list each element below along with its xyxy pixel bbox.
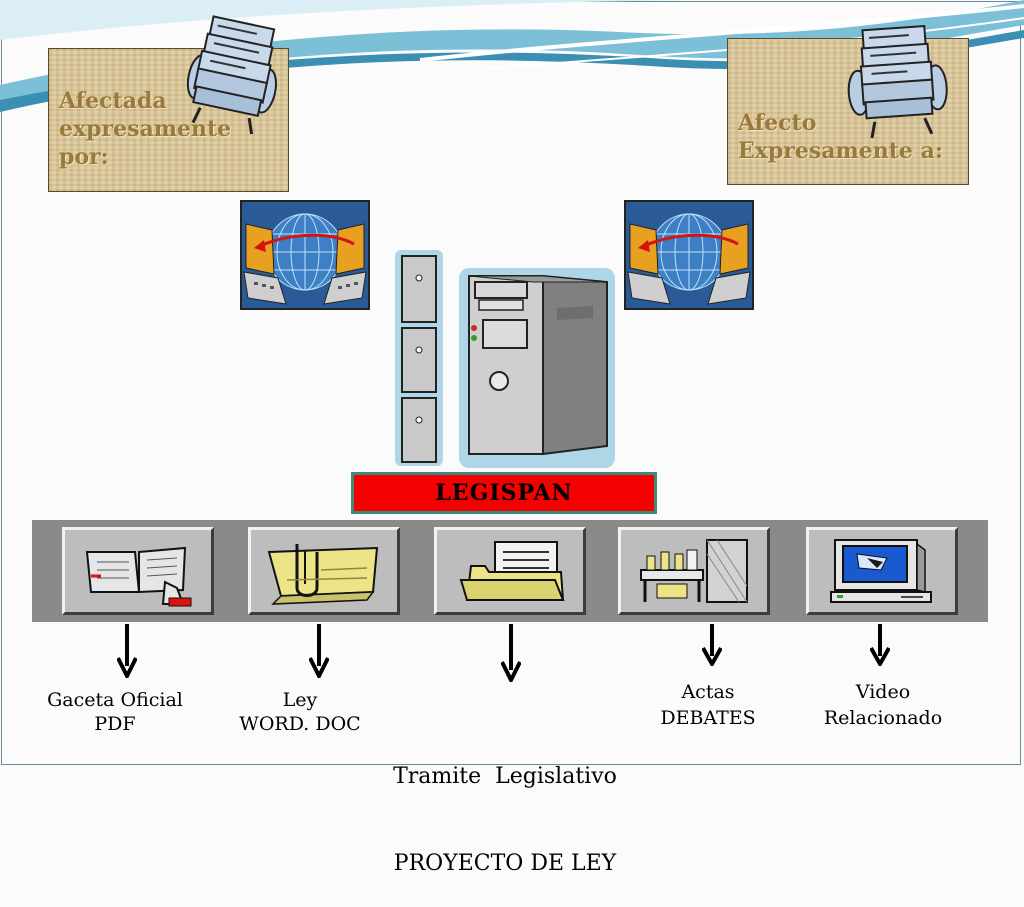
server-tower-icon — [395, 250, 615, 468]
down-arrow-icon — [309, 624, 329, 678]
ley-button[interactable] — [248, 527, 400, 615]
gaceta-oficial-button[interactable] — [62, 527, 214, 615]
affected-by-line3: por: — [59, 144, 109, 170]
paperclip-document-icon — [267, 544, 379, 605]
tramite-line2: PROYECTO DE LEY — [393, 851, 617, 876]
network-globe-icon — [624, 200, 754, 310]
rolodex-icon — [186, 15, 277, 134]
gaceta-oficial-label: Gaceta Oficial PDF — [20, 688, 210, 736]
rolodex-icon — [847, 24, 948, 139]
tramite-legislativo-button[interactable] — [434, 527, 586, 615]
affects-to-line2: Expresamente a: — [738, 138, 943, 164]
gaceta-oficial-line1: Gaceta Oficial — [47, 689, 183, 711]
actas-line1: Actas — [681, 681, 735, 703]
tramite-legislativo-label: Tramite Legislativo PROYECTO DE LEY — [370, 704, 640, 907]
gaceta-oficial-line2: PDF — [94, 713, 136, 735]
ley-line2: WORD. DOC — [239, 713, 361, 735]
open-book-pdf-icon — [85, 546, 192, 607]
video-relacionado-button[interactable] — [806, 527, 958, 615]
video-line1: Video — [855, 681, 911, 703]
down-arrow-icon — [870, 624, 890, 666]
legispan-label: LEGISPAN — [351, 472, 657, 514]
actas-debates-button[interactable] — [618, 527, 770, 615]
affects-to-line1: Afecto — [738, 110, 817, 136]
affected-by-line1: Afectada — [59, 88, 167, 114]
tramite-line1: Tramite Legislativo — [393, 764, 617, 789]
actas-debates-label: Actas DEBATES — [640, 679, 776, 731]
down-arrow-icon — [117, 624, 137, 678]
archive-debates-icon — [640, 539, 748, 603]
affected-by-line2: expresamente — [59, 116, 232, 142]
toolbar — [32, 520, 988, 622]
ley-label: Ley WORD. DOC — [220, 688, 380, 736]
network-globe-icon — [240, 200, 370, 310]
file-folder-icon — [459, 541, 565, 601]
down-arrow-icon — [501, 624, 521, 682]
actas-line2: DEBATES — [660, 707, 756, 729]
ley-line1: Ley — [282, 689, 318, 711]
video-relacionado-label: Video Relacionado — [804, 679, 962, 731]
down-arrow-icon — [702, 624, 722, 666]
computer-video-icon — [830, 539, 932, 603]
video-line2: Relacionado — [823, 707, 943, 729]
